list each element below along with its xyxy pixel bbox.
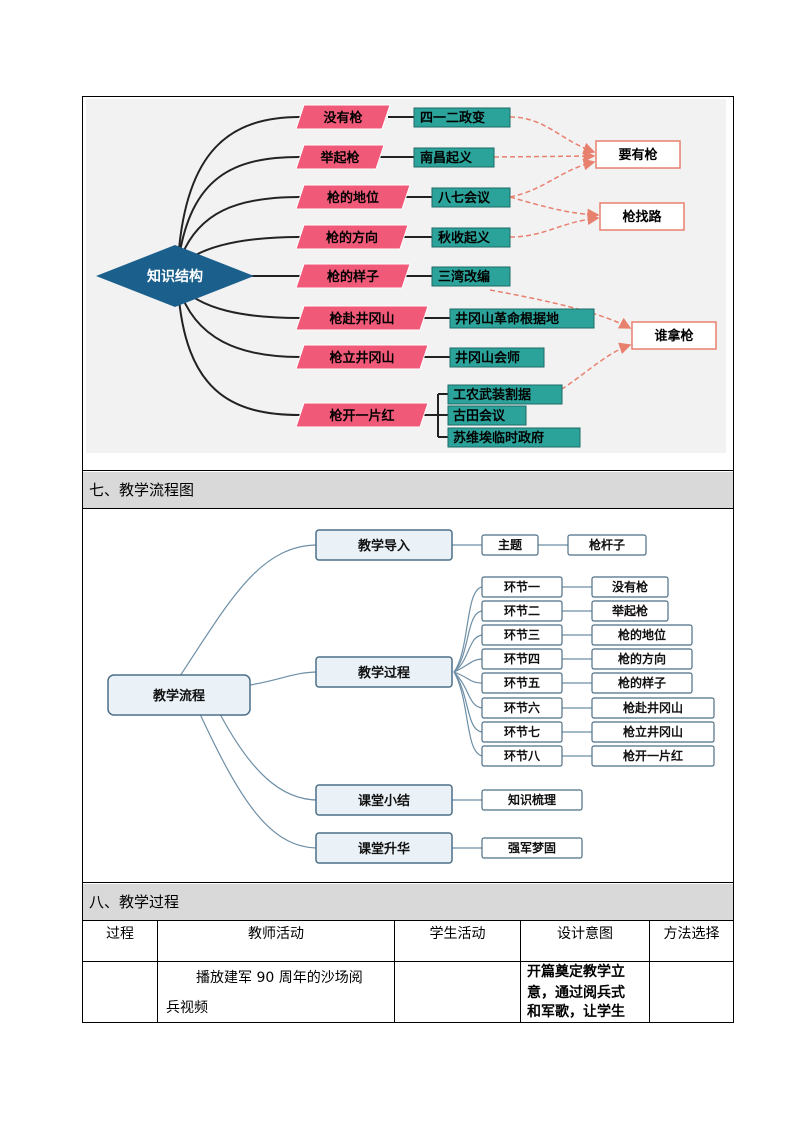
topic-gun-in-jinggang: 枪立井冈山 [329, 350, 394, 366]
event-412: 四一二政变 [420, 110, 485, 126]
event-nanchang: 南昌起义 [420, 150, 473, 166]
table-rule [82, 470, 734, 471]
flow-step-4-content: 枪的方向 [618, 651, 666, 666]
header-teacher: 教师活动 [248, 926, 304, 942]
flow-process: 教学过程 [357, 665, 410, 681]
knowledge-structure-map: 知识结构 没有枪 举起枪 枪的地位 枪的方向 枪的样子 枪赴井冈山 枪立井冈山 … [86, 99, 726, 453]
teacher-activity-line2: 兵视频 [166, 1000, 208, 1016]
flow-step-2: 环节二 [504, 603, 540, 618]
table-rule [82, 920, 734, 921]
section-7-title: 七、教学流程图 [83, 472, 733, 508]
teacher-activity-line1: 播放建军 90 周年的沙场阅 [196, 970, 363, 986]
table-col-rule [157, 920, 158, 1023]
table-col-rule [394, 920, 395, 1023]
center-node [96, 245, 254, 307]
table-rule [82, 961, 734, 962]
flow-step-5-content: 枪的样子 [618, 675, 666, 690]
flow-root: 教学流程 [152, 688, 205, 704]
flow-step-1: 环节一 [504, 579, 540, 594]
topic-gun-status: 枪的地位 [327, 190, 379, 206]
topic-gun-to-jinggang: 枪赴井冈山 [329, 311, 394, 327]
flow-step-8: 环节八 [504, 748, 541, 763]
intent-line2: 意，通过阅兵式 [527, 985, 625, 1001]
center-label: 知识结构 [147, 268, 203, 285]
topic-raise-gun: 举起枪 [319, 150, 359, 166]
conclusion-gun-path: 枪找路 [622, 209, 662, 225]
table-rule [82, 508, 734, 509]
table-col-rule [649, 920, 650, 1023]
flow-sublimation-child: 强军梦固 [508, 840, 556, 855]
topic-gun-red: 枪开一片红 [329, 408, 394, 424]
section-8-title: 八、教学过程 [83, 884, 733, 920]
flow-summary-child: 知识梳理 [507, 792, 556, 807]
flow-step-1-content: 没有枪 [612, 579, 648, 594]
flow-sublimation: 课堂升华 [358, 841, 410, 857]
flow-intro-gun: 枪杆子 [589, 537, 625, 552]
event-jinggang-base: 井冈山革命根据地 [455, 311, 559, 327]
event-soviet-gov: 苏维埃临时政府 [453, 430, 544, 446]
table-col-rule [520, 920, 521, 1023]
header-process: 过程 [106, 926, 134, 942]
event-armed-separatism: 工农武装割据 [453, 387, 531, 403]
header-method: 方法选择 [663, 926, 720, 942]
topic-gun-form: 枪的样子 [327, 269, 379, 285]
topic-gun-direction: 枪的方向 [326, 230, 378, 246]
flow-intro: 教学导入 [357, 538, 410, 554]
flow-step-6-content: 枪赴井冈山 [623, 700, 683, 715]
flow-intro-theme: 主题 [498, 537, 523, 552]
event-jinggang-meeting: 井冈山会师 [455, 350, 520, 366]
topic-no-gun: 没有枪 [323, 110, 362, 126]
flow-step-7-content: 枪立井冈山 [623, 724, 683, 739]
event-gutian: 古田会议 [453, 408, 506, 424]
flow-step-3: 环节三 [504, 627, 540, 642]
header-intent: 设计意图 [557, 926, 613, 942]
event-autumn-harvest: 秋收起义 [438, 230, 491, 246]
flow-step-8-content: 枪开一片红 [623, 748, 683, 763]
header-student: 学生活动 [429, 926, 486, 942]
flow-step-6: 环节六 [504, 700, 540, 715]
teaching-flow-chart: 教学流程 教学导入 教学过程 课堂小结 课堂升华 主题 枪杆子 环节一 环节二 … [107, 529, 715, 864]
flow-step-5: 环节五 [504, 675, 540, 690]
intent-line1: 开篇奠定教学立 [527, 964, 625, 980]
flow-step-4: 环节四 [504, 651, 540, 666]
flow-step-7: 环节七 [504, 724, 540, 739]
conclusion-who-holds: 谁拿枪 [654, 328, 693, 344]
flow-step-2-content: 举起枪 [611, 603, 648, 618]
intent-line3: 和军歌，让学生 [527, 1004, 625, 1020]
flow-summary: 课堂小结 [358, 793, 410, 809]
event-bayi-meeting: 八七会议 [437, 190, 491, 206]
flow-step-3-content: 枪的地位 [618, 627, 666, 642]
event-sanwan: 三湾改编 [438, 269, 490, 285]
table-rule [82, 882, 734, 883]
document-table [82, 96, 734, 1023]
conclusion-need-gun: 要有枪 [618, 147, 657, 163]
